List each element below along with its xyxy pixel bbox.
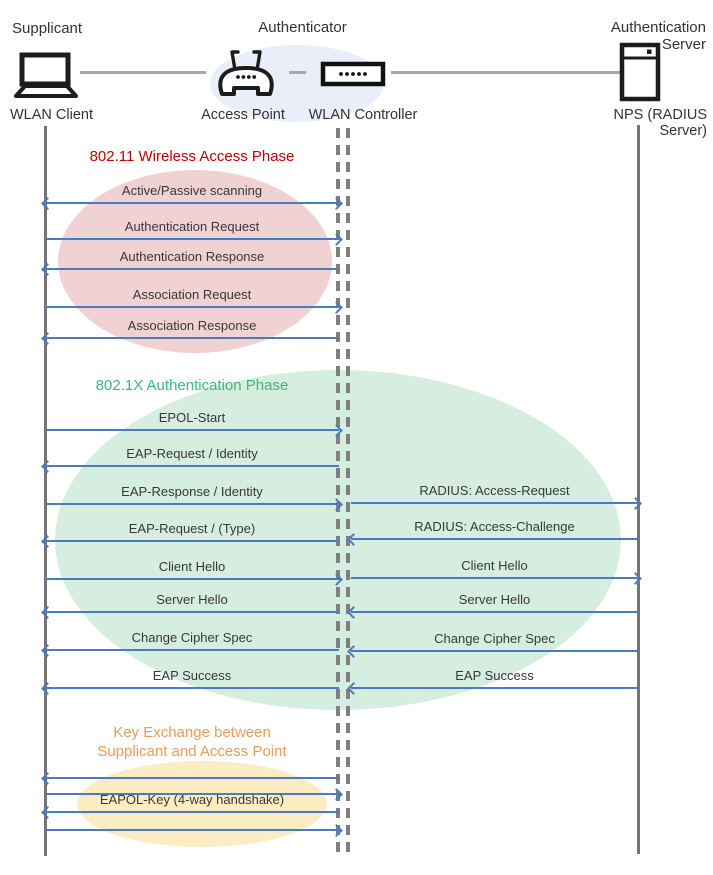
- phase3-title-line1: Key Exchange between: [113, 724, 271, 741]
- message-arrow-left-association-request: [45, 300, 343, 314]
- message-label-client-hello: Client Hello: [461, 558, 528, 573]
- message-label-association-response: Association Response: [127, 318, 257, 333]
- message-arrow-left-authentication-request: [45, 232, 343, 246]
- message-label-server-hello: Server Hello: [156, 592, 228, 607]
- message-label-association-request: Association Request: [132, 287, 252, 302]
- lifeline-wlan-controller-left: [336, 128, 340, 856]
- connector-line-ap-controller: [289, 71, 306, 74]
- message-label-authentication-request: Authentication Request: [124, 219, 260, 234]
- message-label-client-hello: Client Hello: [158, 559, 226, 574]
- device-label-wlan-client: WLAN Client: [10, 107, 93, 123]
- laptop-icon: [14, 52, 78, 98]
- lifeline-nps-server: [637, 125, 640, 854]
- message-arrow-right-change-cipher-spec: [347, 644, 638, 658]
- message-label-eap-response-identity: EAP-Response / Identity: [121, 484, 263, 499]
- role-authenticator: Authenticator: [258, 19, 347, 36]
- message-arrow-right-client-hello: [351, 571, 642, 585]
- message-arrow-left-14: [45, 787, 343, 801]
- phase3-title: Key Exchange between Supplicant and Acce…: [45, 723, 339, 761]
- message-label-eap-success: EAP Success: [455, 668, 534, 683]
- message-arrow-left-active-passive-scanning: [41, 196, 343, 210]
- message-label-change-cipher-spec: Change Cipher Spec: [131, 630, 253, 645]
- connector-line-client-ap: [80, 71, 206, 74]
- lifeline-wlan-client: [44, 126, 47, 856]
- message-arrow-right-server-hello: [347, 605, 638, 619]
- device-label-access-point: Access Point: [201, 107, 285, 123]
- device-label-nps-radius-server: NPS (RADIUS Server): [613, 107, 707, 139]
- message-label-server-hello: Server Hello: [458, 592, 531, 607]
- message-arrow-right-radius-access-request: [351, 496, 642, 510]
- message-arrow-left-13: [41, 771, 339, 785]
- message-label-eap-request-type: EAP-Request / (Type): [128, 521, 256, 536]
- message-arrow-left-association-response: [41, 331, 339, 345]
- role-authentication-server: Authentication Server: [610, 19, 706, 53]
- message-arrow-left-eap-success: [41, 681, 339, 695]
- message-arrow-left-client-hello: [45, 572, 343, 586]
- server-icon: [619, 42, 661, 102]
- connector-line-controller-server: [391, 71, 620, 74]
- arrowhead-right-icon: [330, 823, 343, 837]
- lifeline-wlan-controller-right: [346, 128, 350, 856]
- message-arrow-right-eap-success: [347, 681, 638, 695]
- phase1-title: 802.11 Wireless Access Phase: [89, 148, 295, 165]
- wlan-controller-icon: [320, 61, 386, 87]
- phase3-title-line2: Supplicant and Access Point: [97, 743, 287, 760]
- message-arrow-left-eap-request-identity: [41, 459, 339, 473]
- message-label-epol-start: EPOL-Start: [158, 410, 226, 425]
- message-arrow-left-16: [45, 823, 343, 837]
- message-arrow-left-eapol-key-4-way-handshake: [41, 805, 339, 819]
- message-arrow-left-server-hello: [41, 605, 339, 619]
- message-arrow-left-eap-response-identity: [45, 497, 343, 511]
- message-arrow-left-epol-start: [45, 423, 343, 437]
- phase2-title: 802.1X Authentication Phase: [95, 377, 289, 394]
- phase1-ellipse: [58, 170, 332, 353]
- message-label-eap-request-identity: EAP-Request / Identity: [126, 446, 258, 461]
- message-label-radius-access-challenge: RADIUS: Access-Challenge: [414, 519, 575, 534]
- message-label-radius-access-request: RADIUS: Access-Request: [419, 483, 570, 498]
- message-label-eapol-key-4-way-handshake: EAPOL-Key (4-way handshake): [99, 792, 285, 807]
- access-point-icon: [218, 50, 274, 96]
- phase3-ellipse: [77, 761, 327, 847]
- device-label-wlan-controller: WLAN Controller: [308, 107, 418, 123]
- message-arrow-left-authentication-response: [41, 262, 339, 276]
- role-supplicant: Supplicant: [12, 20, 83, 37]
- message-label-change-cipher-spec: Change Cipher Spec: [434, 631, 555, 646]
- message-arrow-left-change-cipher-spec: [41, 643, 339, 657]
- message-label-active-passive-scanning: Active/Passive scanning: [121, 183, 263, 198]
- message-arrow-left-eap-request-type: [41, 534, 339, 548]
- message-label-eap-success: EAP Success: [152, 668, 232, 683]
- message-label-authentication-response: Authentication Response: [119, 249, 265, 264]
- message-arrow-right-radius-access-challenge: [347, 532, 638, 546]
